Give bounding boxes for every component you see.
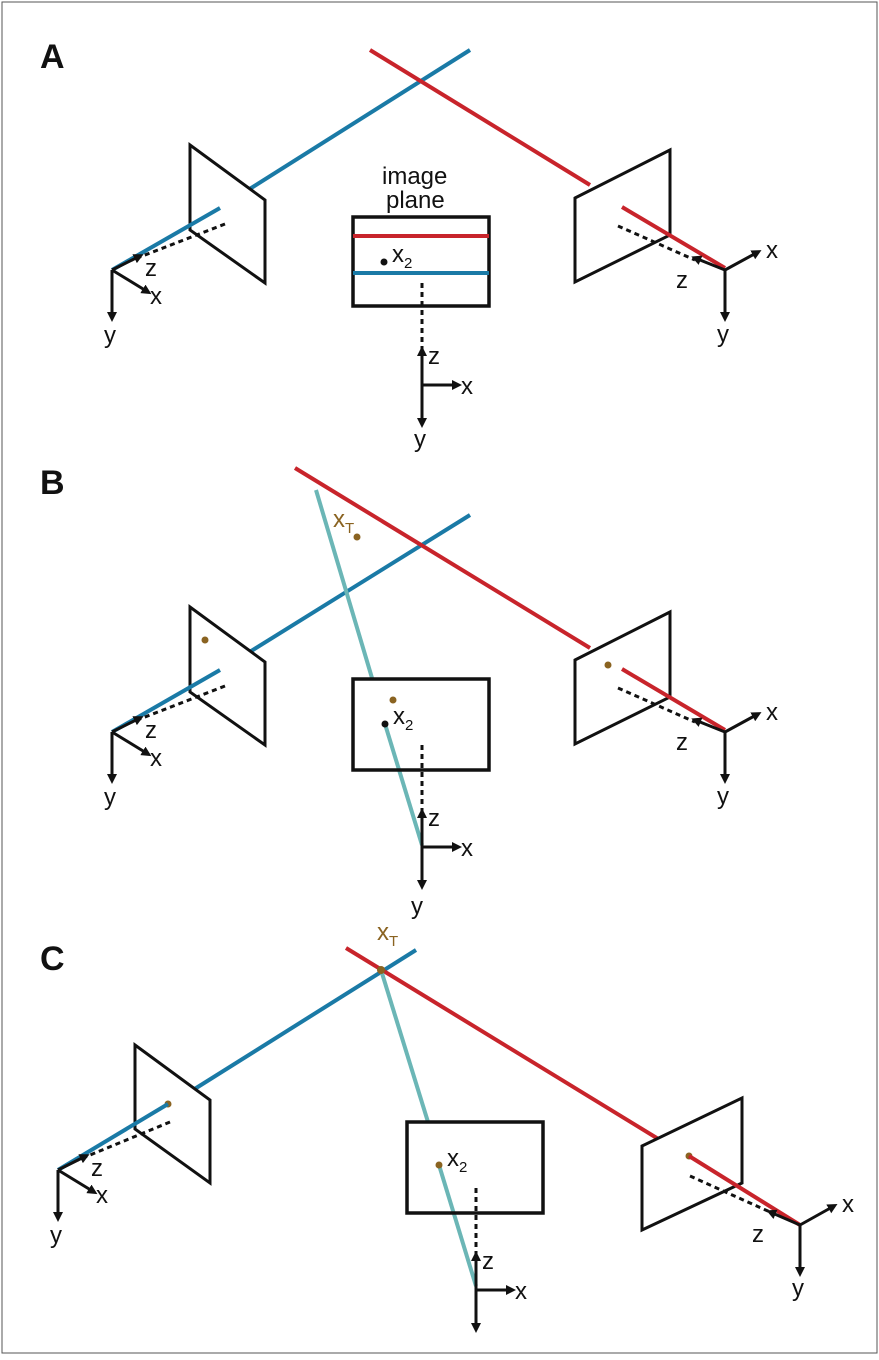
left-camera-ray	[246, 513, 472, 655]
left-camera-plane	[188, 604, 267, 748]
left-camera-ray-inner	[56, 1102, 170, 1172]
axis-z-label: z	[428, 343, 440, 370]
point-x2-label: x2	[447, 1145, 467, 1176]
point-x2-label: x2	[393, 703, 413, 734]
target-point-xt	[377, 966, 385, 974]
right-projected-point	[604, 661, 612, 669]
right-camera-ray	[344, 946, 662, 1142]
image-plane	[351, 215, 491, 308]
axis-y-label: y	[414, 426, 426, 453]
right-camera-axes: x z y	[676, 699, 778, 810]
right-camera-optical-axis	[689, 1174, 771, 1214]
image-plane	[405, 1120, 545, 1215]
axis-z-label: z	[676, 267, 688, 294]
axis-y-label: y	[411, 893, 423, 920]
left-camera-optical-axis	[131, 222, 226, 262]
middle-camera-ray	[314, 489, 374, 679]
panel-c: C xT z x y x z y	[40, 919, 854, 1333]
middle-camera-axes: z x y	[414, 343, 473, 453]
image-plane	[351, 677, 491, 772]
right-camera-ray-inner	[620, 667, 727, 732]
left-camera-optical-axis	[131, 684, 226, 724]
axis-x-label: x	[515, 1278, 527, 1305]
right-camera-ray-inner	[620, 205, 727, 270]
middle-camera-ray	[379, 969, 430, 1123]
right-camera-axes: x z y	[752, 1191, 854, 1302]
panel-b: B xT z x y x z y	[40, 464, 778, 920]
axis-x-label: x	[766, 237, 778, 264]
panel-c-label: C	[40, 940, 65, 978]
axis-x-label: x	[461, 373, 473, 400]
target-point-xt	[353, 533, 361, 541]
axis-x-label: x	[842, 1191, 854, 1218]
target-point-xt-label: xT	[377, 919, 398, 950]
point-x2	[381, 720, 389, 728]
axis-x-label: x	[150, 283, 162, 310]
left-camera-axes: z x y	[104, 716, 162, 811]
right-camera-axes: x z y	[676, 237, 778, 348]
middle-camera-ray-inner	[383, 723, 424, 846]
axis-x-label: x	[766, 699, 778, 726]
panel-b-label: B	[40, 464, 65, 502]
axis-x-label: x	[96, 1182, 108, 1209]
left-camera-axes: z x y	[104, 254, 162, 349]
right-camera-plane	[573, 147, 672, 285]
left-camera-ray	[246, 48, 472, 192]
axis-y-label: y	[792, 1275, 804, 1302]
panel-a: A z x y x z y image plane	[40, 38, 778, 453]
panel-a-label: A	[40, 38, 65, 76]
image-plane-label-line2: plane	[386, 187, 445, 214]
point-x2	[380, 258, 388, 266]
middle-camera-ray-inner	[437, 1164, 478, 1287]
axis-y-label: y	[717, 783, 729, 810]
middle-camera-axes: z x	[471, 1248, 527, 1333]
axis-y-label: y	[104, 322, 116, 349]
middle-projected-point	[389, 696, 397, 704]
point-x2	[435, 1161, 443, 1169]
axis-z-label: z	[482, 1248, 494, 1275]
axis-z-label: z	[752, 1221, 764, 1248]
left-projected-point	[201, 636, 209, 644]
right-camera-ray-inner	[687, 1154, 802, 1227]
image-plane-label-line1: image	[382, 163, 447, 190]
right-camera-ray	[368, 48, 592, 187]
left-camera-plane	[188, 142, 267, 286]
axis-y-label: y	[104, 784, 116, 811]
axis-y-label: y	[717, 321, 729, 348]
axis-z-label: z	[676, 729, 688, 756]
axis-z-label: z	[91, 1155, 103, 1182]
middle-camera-axes: z x y	[411, 805, 473, 920]
axis-x-label: x	[461, 835, 473, 862]
right-camera-plane	[640, 1095, 744, 1233]
axis-z-label: z	[145, 717, 157, 744]
point-x2-label: x2	[392, 241, 412, 272]
axis-y-label: y	[50, 1222, 62, 1249]
axis-x-label: x	[150, 745, 162, 772]
left-camera-plane	[133, 1042, 212, 1186]
right-camera-plane	[573, 609, 672, 747]
axis-z-label: z	[428, 805, 440, 832]
target-point-xt-label: xT	[333, 506, 354, 537]
left-camera-optical-axis	[77, 1120, 171, 1162]
left-camera-axes: z x y	[50, 1154, 108, 1249]
axis-z-label: z	[145, 255, 157, 282]
right-camera-ray	[293, 466, 592, 650]
